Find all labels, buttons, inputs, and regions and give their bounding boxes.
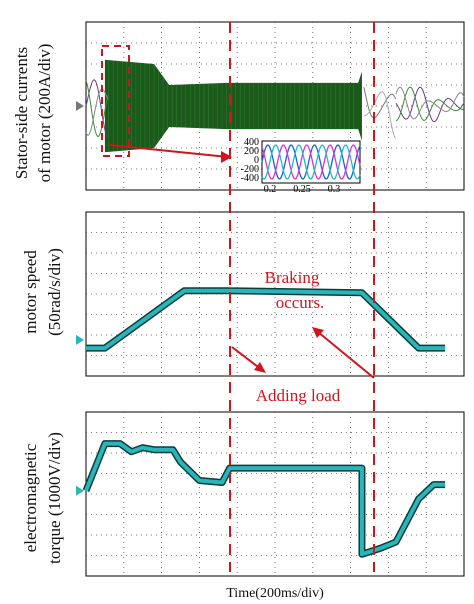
stator-end-phase-0 <box>395 86 465 123</box>
stator-end-phase-2 <box>395 86 465 120</box>
x-axis-label: Time(200ms/div) <box>226 586 324 601</box>
speed-ylabel-line1: motor speed <box>21 250 40 334</box>
inset-ytick-200: 200 <box>244 146 259 157</box>
stator-ylabel-line1: Stator-side currents <box>12 47 31 179</box>
panel-frame-2 <box>85 411 465 577</box>
stator-start-phase-0 <box>85 79 109 138</box>
stator-start-phase-1 <box>85 80 109 138</box>
inset-ytick-neg400: -400 <box>241 173 259 184</box>
torque-ylabel-line1: electromagnetic <box>21 443 40 552</box>
speed-ylabel-line2: (50rad/s/div) <box>45 248 64 336</box>
inset-xtick-0.3: 0.3 <box>328 184 341 195</box>
inset-xtick-0.25: 0.25 <box>293 184 311 195</box>
zoom-arrow <box>109 144 229 158</box>
inset-xtick-0.2: 0.2 <box>264 184 277 195</box>
stator-current-envelope <box>104 59 362 153</box>
zoom-arrow-head <box>221 151 232 163</box>
trace-2 <box>84 441 446 557</box>
zoom-region-box <box>101 45 130 157</box>
inset-phase-2 <box>261 144 361 180</box>
zero-marker-1 <box>76 334 84 345</box>
traces <box>76 59 465 558</box>
inset-ytick-400: 400 <box>244 137 259 148</box>
inset-zoom-plot: 400 200 0 -200 -400 0.2 0.25 0.3 <box>241 137 361 195</box>
trace-1 <box>86 288 446 351</box>
braking-arrow-head <box>312 327 324 338</box>
stator-ylabel-line2: of motor (200A/div) <box>35 44 54 183</box>
load-arrow-head <box>254 362 266 373</box>
inset-phase-1 <box>261 144 361 180</box>
inset-ytick-0: 0 <box>254 155 259 166</box>
stator-start-phase-2 <box>85 88 109 136</box>
torque-ylabel-line2: torque (1000V/div) <box>45 432 64 564</box>
zero-marker-0 <box>76 101 84 111</box>
inset-ytick-neg200: -200 <box>241 164 259 175</box>
stator-brake-phase-0 <box>363 87 397 119</box>
braking-arrow <box>317 331 375 379</box>
zero-marker-2 <box>76 485 84 496</box>
braking-annotation-line1: Braking <box>265 268 320 287</box>
adding-load-annotation: Adding load <box>256 386 341 405</box>
stator-brake-phase-1 <box>363 91 396 139</box>
inset-phase-0 <box>261 144 361 180</box>
braking-annotation-line2: occurs. <box>276 293 325 312</box>
stator-end-phase-1 <box>395 86 465 122</box>
